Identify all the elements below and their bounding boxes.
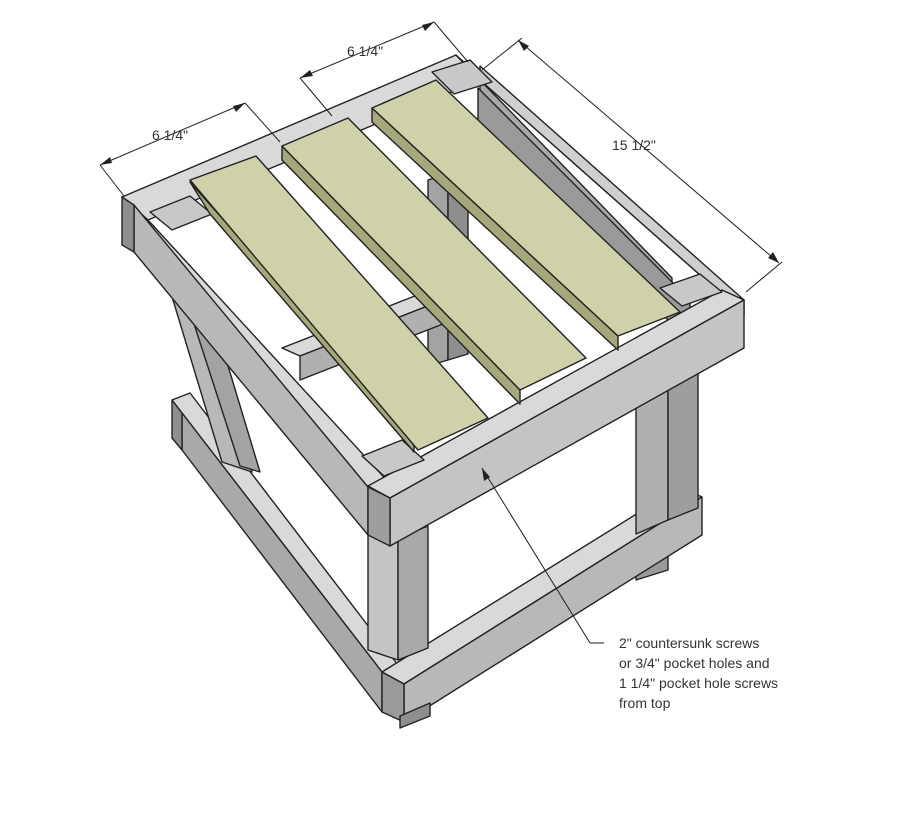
- dimension-slat-left: 6 1/4": [99, 102, 281, 197]
- dimension-slat-left-label: 6 1/4": [152, 127, 188, 143]
- apron-front-end: [367, 486, 391, 547]
- corner-block-front-right: [659, 273, 723, 307]
- leg-front-left: [367, 527, 399, 661]
- callout-line-2: or 3/4" pocket holes and: [619, 655, 770, 671]
- dimension-slat-middle-label: 6 1/4": [347, 43, 383, 59]
- leg-front-right-face: [667, 365, 699, 521]
- dimension-depth: 15 1/2": [481, 37, 783, 293]
- callout-line-1: 2" countersunk screws: [619, 635, 759, 651]
- callout-text: 2" countersunk screws or 3/4" pocket hol…: [619, 635, 782, 711]
- front-foot: [399, 702, 431, 729]
- apron-left-end: [121, 196, 135, 253]
- dimension-depth-label: 15 1/2": [612, 137, 656, 153]
- callout-line-4: from top: [619, 695, 671, 711]
- corner-block-back-right: [431, 59, 493, 95]
- corner-block-front-left: [361, 439, 425, 477]
- dimension-annotations: 6 1/4" 6 1/4" 15 1/2": [99, 21, 783, 293]
- slat-2-top: [281, 117, 587, 391]
- dimension-slat-middle: 6 1/4": [299, 21, 469, 117]
- callout-arrowhead: [482, 468, 490, 481]
- slat-1-top: [189, 155, 489, 451]
- slats: [189, 79, 681, 453]
- callout-leader: [481, 467, 591, 644]
- slat-3-top: [371, 79, 681, 337]
- bottom-left-rail-end: [171, 399, 183, 451]
- leg-front-left-face: [397, 525, 429, 661]
- callout-line-3: 1 1/4" pocket hole screws: [619, 675, 778, 691]
- screw-callout: 2" countersunk screws or 3/4" pocket hol…: [481, 467, 782, 711]
- bottom-stretcher-frame: [171, 392, 703, 729]
